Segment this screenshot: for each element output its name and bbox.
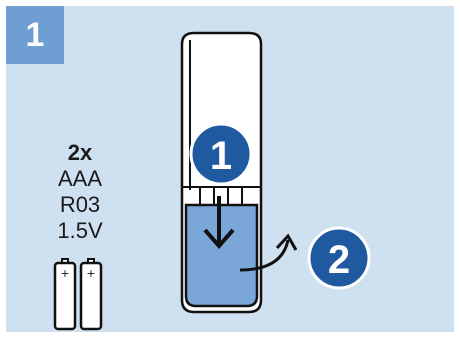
callout-badge-2: 2 [309,228,369,288]
callout-badge-1: 1 [191,124,251,184]
battery-icon: + [55,259,75,329]
svg-text:+: + [86,267,95,280]
battery-cover-icon [186,205,257,306]
battery-icon: + [81,259,101,329]
svg-text:1: 1 [210,134,232,178]
svg-text:2: 2 [328,238,350,282]
svg-text:+: + [60,267,69,280]
